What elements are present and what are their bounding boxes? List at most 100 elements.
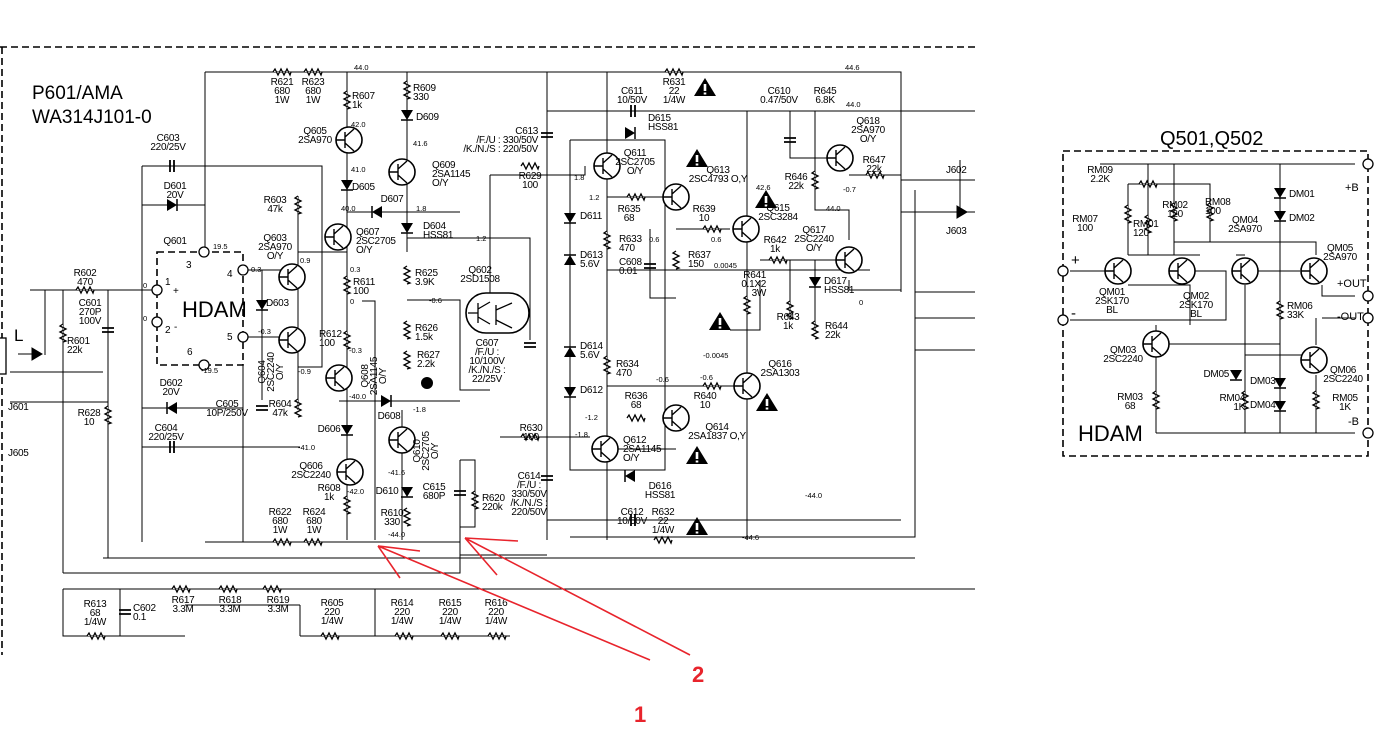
part-reference: D612 [580,385,603,396]
node-voltage: -0.6 [429,296,442,305]
part-value: HSS81 [645,490,676,501]
part-value: 0.1 [133,612,147,623]
part-reference: DM01 [1289,189,1315,200]
capacitor-symbol [541,475,553,481]
transistor-symbol [335,126,363,154]
transistor-symbol [835,246,863,274]
part-value: 1/4W [84,617,107,628]
resistor-symbol [262,584,282,594]
hdam-pin-1: 1 [165,277,171,288]
board-part-number: WA314J101-0 [32,107,152,128]
node-voltage: -44.0 [388,530,405,539]
part-value: 120 [1167,209,1184,220]
signal-arrow-icon [18,205,968,361]
capacitor-symbol [169,441,175,453]
part-value: 220 [394,607,411,618]
part-reference: DM02 [1289,213,1315,224]
part-value: O/Y [430,442,441,459]
resistor-symbol [785,300,795,320]
wire [814,111,850,240]
resistor-symbol [303,67,323,77]
part-reference: D604 [423,221,446,232]
part-value: 2SA1145 [432,169,471,180]
part-reference: R633 [619,234,642,245]
part-value: 3.3M [267,604,288,615]
hdam-main-label: HDAM [182,297,247,322]
part-reference: Q618 [856,116,880,127]
transistor-symbol [1300,257,1328,285]
part-value: 2SC3284 [758,212,798,223]
resistor-symbol [865,170,885,180]
part-value: 6.8K [815,95,835,106]
part-value: 680 [272,516,289,527]
part-reference: Q612 [623,435,647,446]
resistor-symbol [342,275,352,295]
node-voltage: -1.8 [575,430,588,439]
wires [0,46,1369,655]
node-voltage: -0.6 [700,373,713,382]
wire [407,299,490,391]
node-voltage: -0.3 [258,327,271,336]
part-value: 270P [79,307,102,318]
red-annotation-arrows: 1 2 [377,537,704,727]
diode-symbol [166,402,177,414]
part-reference: R627 [417,350,440,361]
resistor-symbol [602,355,612,375]
node-voltage: 1.8 [416,204,426,213]
part-value: 220/50V [511,507,547,518]
part-value: 1k [352,100,363,111]
diode-symbol [401,110,413,121]
label-dm01: DM01 [1289,189,1315,200]
wire [1321,285,1355,297]
part-reference: R614 [391,598,414,609]
warning-triangle-icon [686,149,708,167]
arrow-2-line [464,537,691,656]
wire [362,300,376,540]
part-value: 100V [79,316,102,327]
label-d609: D609 [416,112,439,123]
label-d605: D605 [352,182,375,193]
terminal-pin [198,246,210,258]
terminal-pin [151,316,163,328]
node-voltage: 0 [859,298,863,307]
part-value: 2SC2705 [356,236,396,247]
part-value: 2SA970 [1228,224,1263,235]
part-reference: Q614 [705,422,729,433]
resistor-symbol [293,195,303,215]
capacitor-symbol [524,342,536,348]
board-title: P601/AMA [32,83,123,104]
wire [1315,317,1355,345]
node-voltage: -42.0 [347,487,364,496]
part-value: 680 [274,86,291,97]
part-reference: C613 [515,126,538,137]
resistor-symbol [272,67,292,77]
diode-symbol [1230,370,1242,381]
part-value: 2SK170 [1095,296,1130,307]
node-voltage: -40.0 [349,392,366,401]
part-reference: R646 [785,172,808,183]
part-value: 2SC4793 O,Y [689,174,748,185]
node-voltage: 0.0045 [714,261,737,270]
wire [730,280,761,331]
part-reference: R636 [625,391,648,402]
resistor-symbol [402,507,412,527]
